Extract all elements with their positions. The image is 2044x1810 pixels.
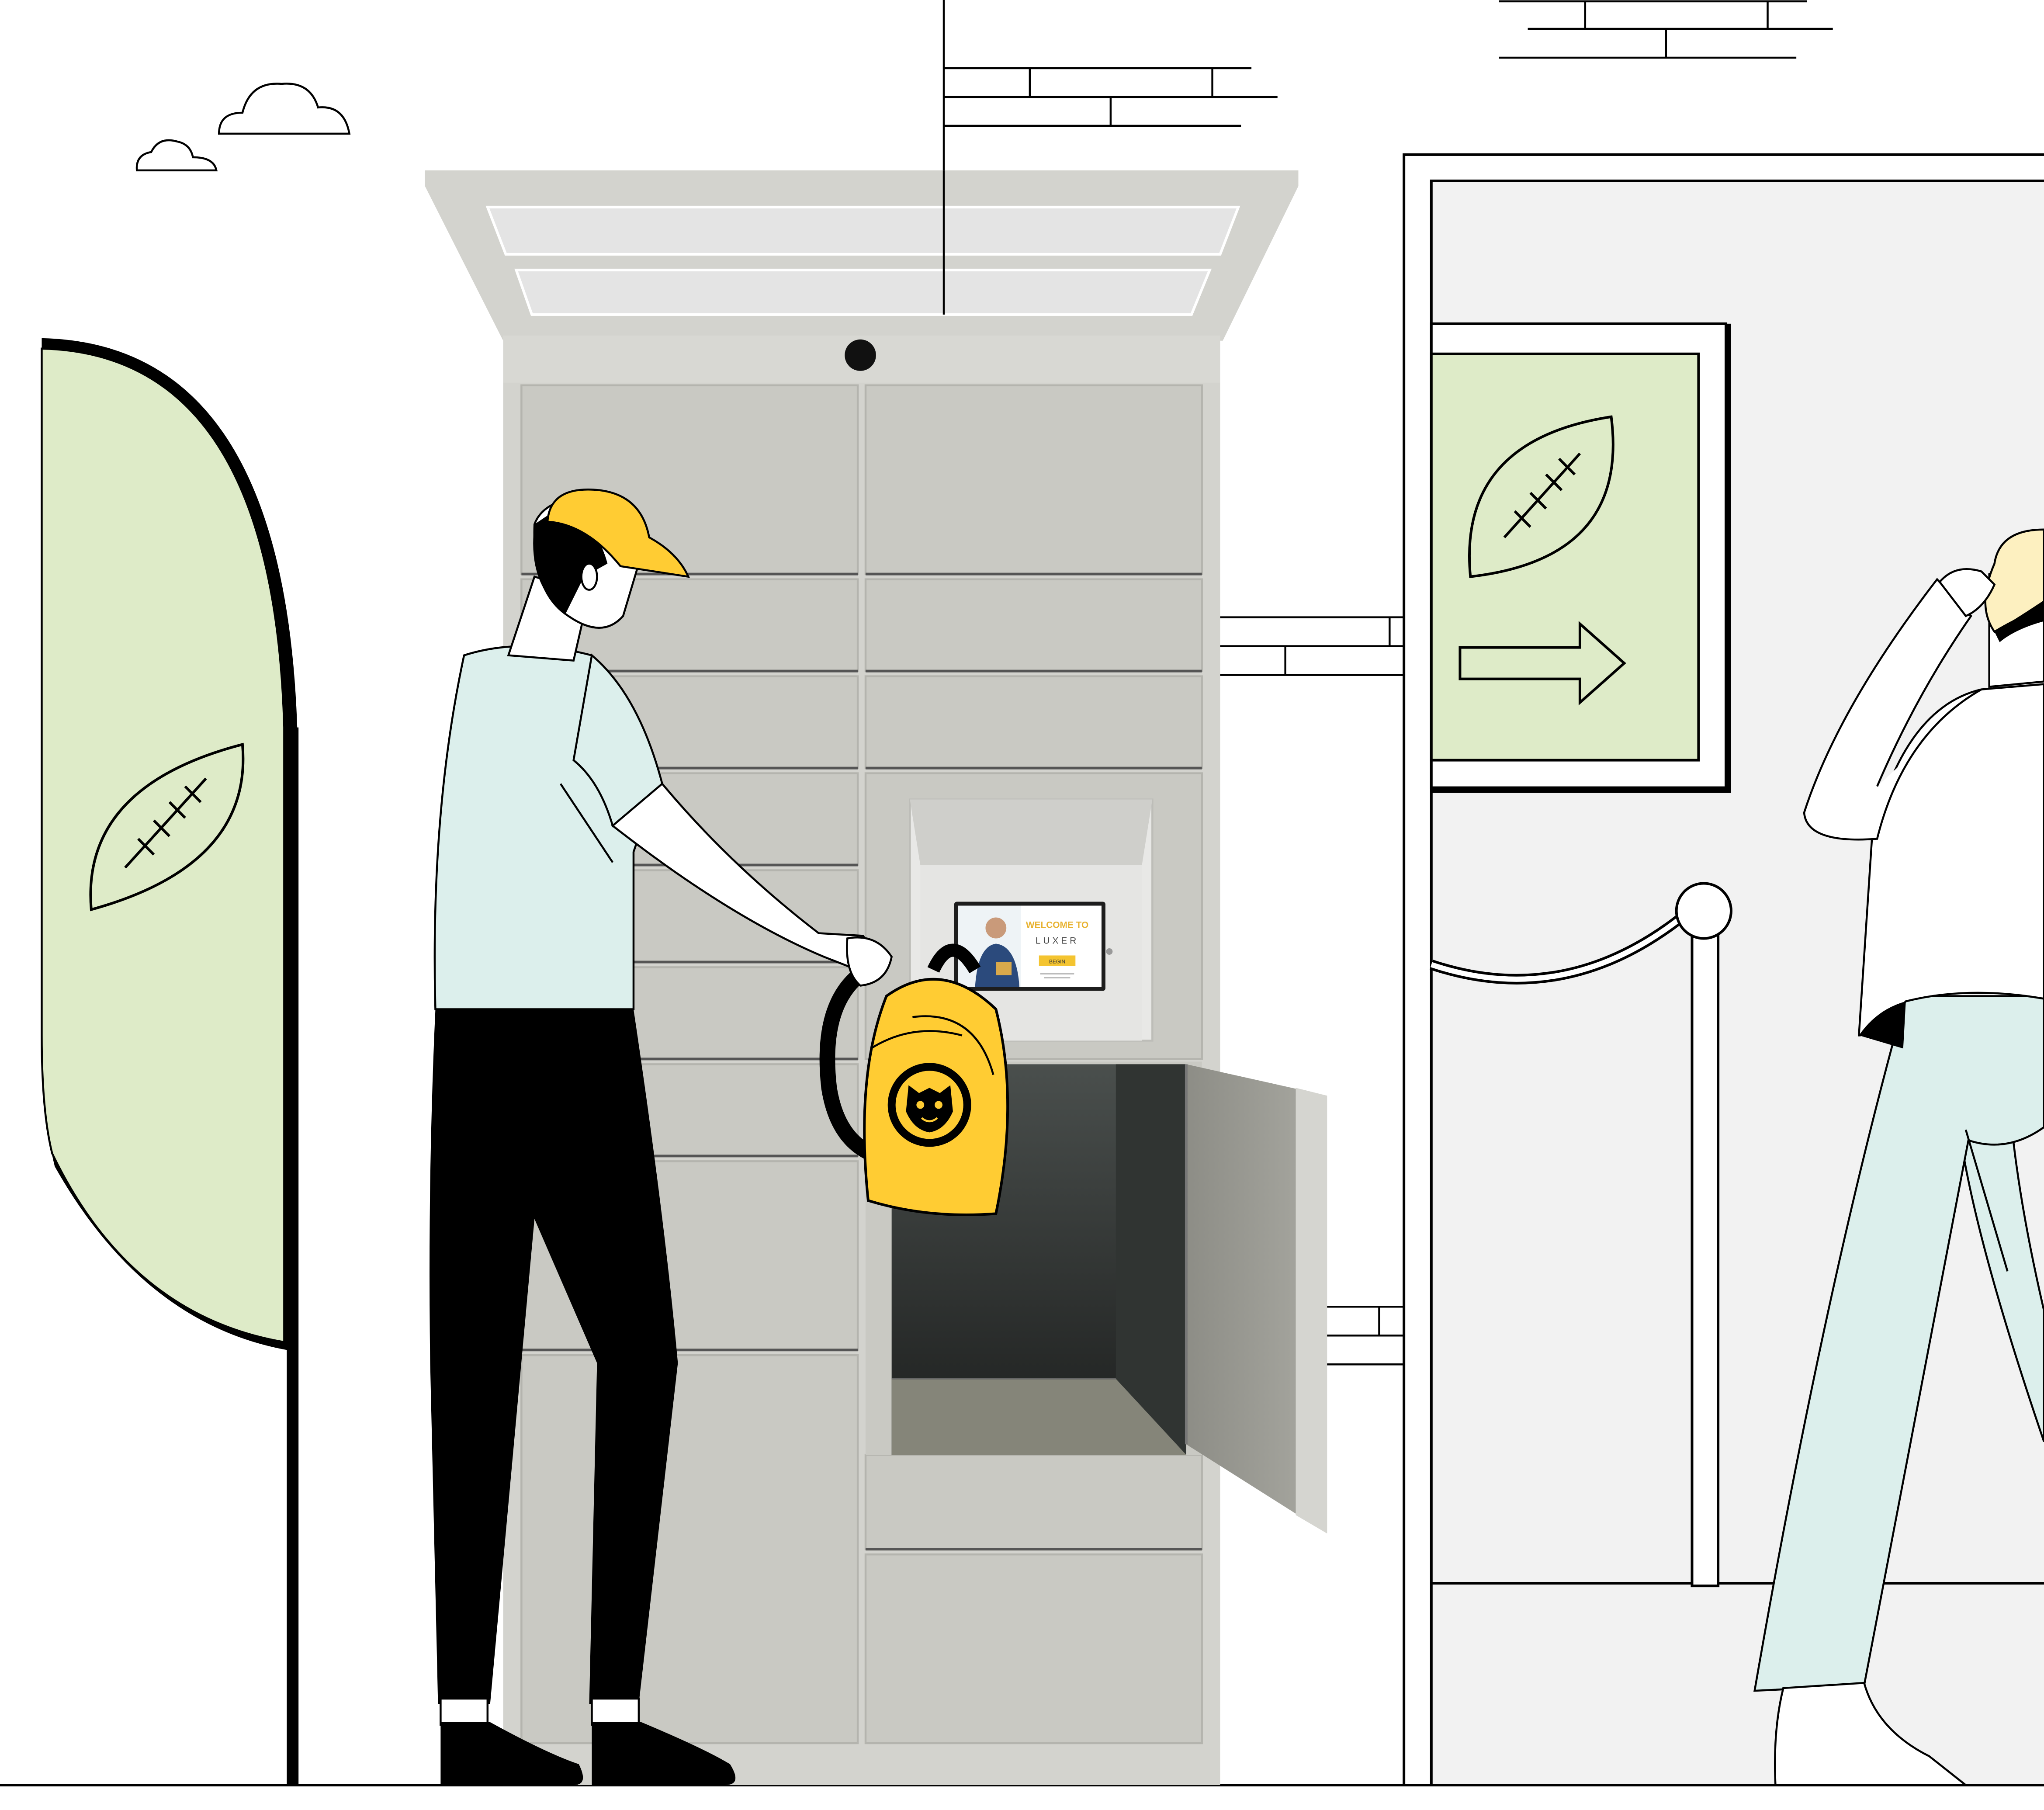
parcel-locker: WELCOME TO LUXER BEGIN xyxy=(425,170,1327,1786)
cloud-icon xyxy=(218,83,351,135)
brick-pattern xyxy=(942,0,1278,170)
locker-canopy xyxy=(425,170,1299,341)
left-banner xyxy=(41,338,299,1786)
welcome-text: WELCOME TO xyxy=(1026,920,1088,930)
football-icon xyxy=(1468,415,1614,579)
person-depositing xyxy=(430,489,873,1786)
open-locker-door[interactable] xyxy=(1185,1064,1327,1534)
begin-button[interactable]: BEGIN xyxy=(1039,955,1076,966)
backpack xyxy=(819,936,1009,1216)
begin-button-label: BEGIN xyxy=(1049,958,1065,964)
brick-pattern xyxy=(1499,0,1833,59)
cloud-icon xyxy=(135,139,218,172)
football-icon xyxy=(89,742,245,912)
open-cubby xyxy=(865,1061,1202,1455)
person-walking xyxy=(1753,528,2044,1786)
stanchion xyxy=(1430,882,1732,1588)
camera-icon xyxy=(845,339,876,371)
bulldog-icon xyxy=(887,1063,971,1147)
avatar xyxy=(975,917,1020,987)
scanner-icon xyxy=(1106,948,1113,955)
brick-pattern xyxy=(1220,616,1404,1366)
wall-sign xyxy=(1430,322,1731,793)
arrow-right-icon xyxy=(1459,621,1626,706)
kiosk-touchscreen[interactable]: WELCOME TO LUXER BEGIN xyxy=(954,902,1105,991)
brand-logo-text: LUXER xyxy=(1036,936,1079,946)
